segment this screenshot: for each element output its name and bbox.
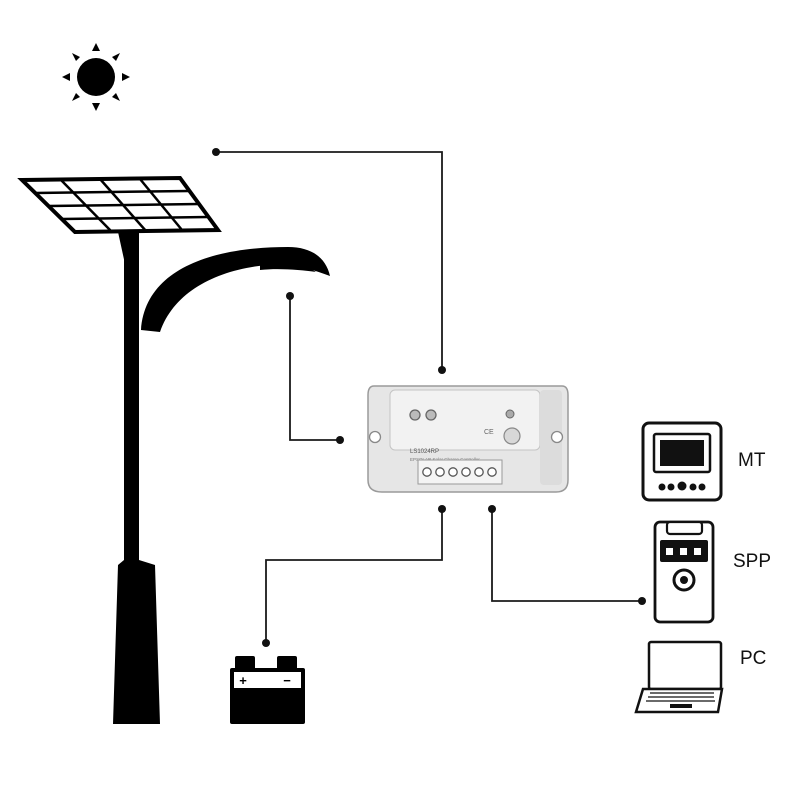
mounting-hole-right [550,430,564,444]
meter-label: MT [738,450,766,471]
wire-panel [216,151,443,370]
node-battery-start [438,505,446,513]
street-lamp-pole [113,230,330,724]
controller-ce-mark: CE [484,429,494,436]
node-panel-start [212,148,220,156]
spp-label: SPP [733,551,772,572]
controller-brand: LS1024RP [410,449,439,455]
wire-battery [265,509,443,643]
pc-label: PC [740,648,767,669]
node-comm-end [638,597,646,605]
spp-device-icon [653,520,715,624]
node-battery-end [262,639,270,647]
wire-communication [491,509,642,602]
battery-plus: + [239,673,247,688]
battery-icon: + − [230,656,305,724]
wire-load [289,296,340,441]
mounting-hole-left [368,430,382,444]
status-led-2 [425,409,437,421]
status-led-1 [409,409,421,421]
node-panel-end [438,366,446,374]
node-comm-start [488,505,496,513]
battery-minus: − [283,673,291,688]
wiring [216,151,642,643]
laptop-icon [634,640,724,714]
node-load-start [286,292,294,300]
controller-button [503,427,521,445]
charge-controller: LS1024RP EPSOLAR Solar Charge Controller… [367,385,569,493]
sun-icon [62,43,130,111]
remote-meter-icon [641,421,723,502]
node-load-end [336,436,344,444]
solar-panel-icon [17,175,222,264]
status-led-3 [505,409,515,419]
